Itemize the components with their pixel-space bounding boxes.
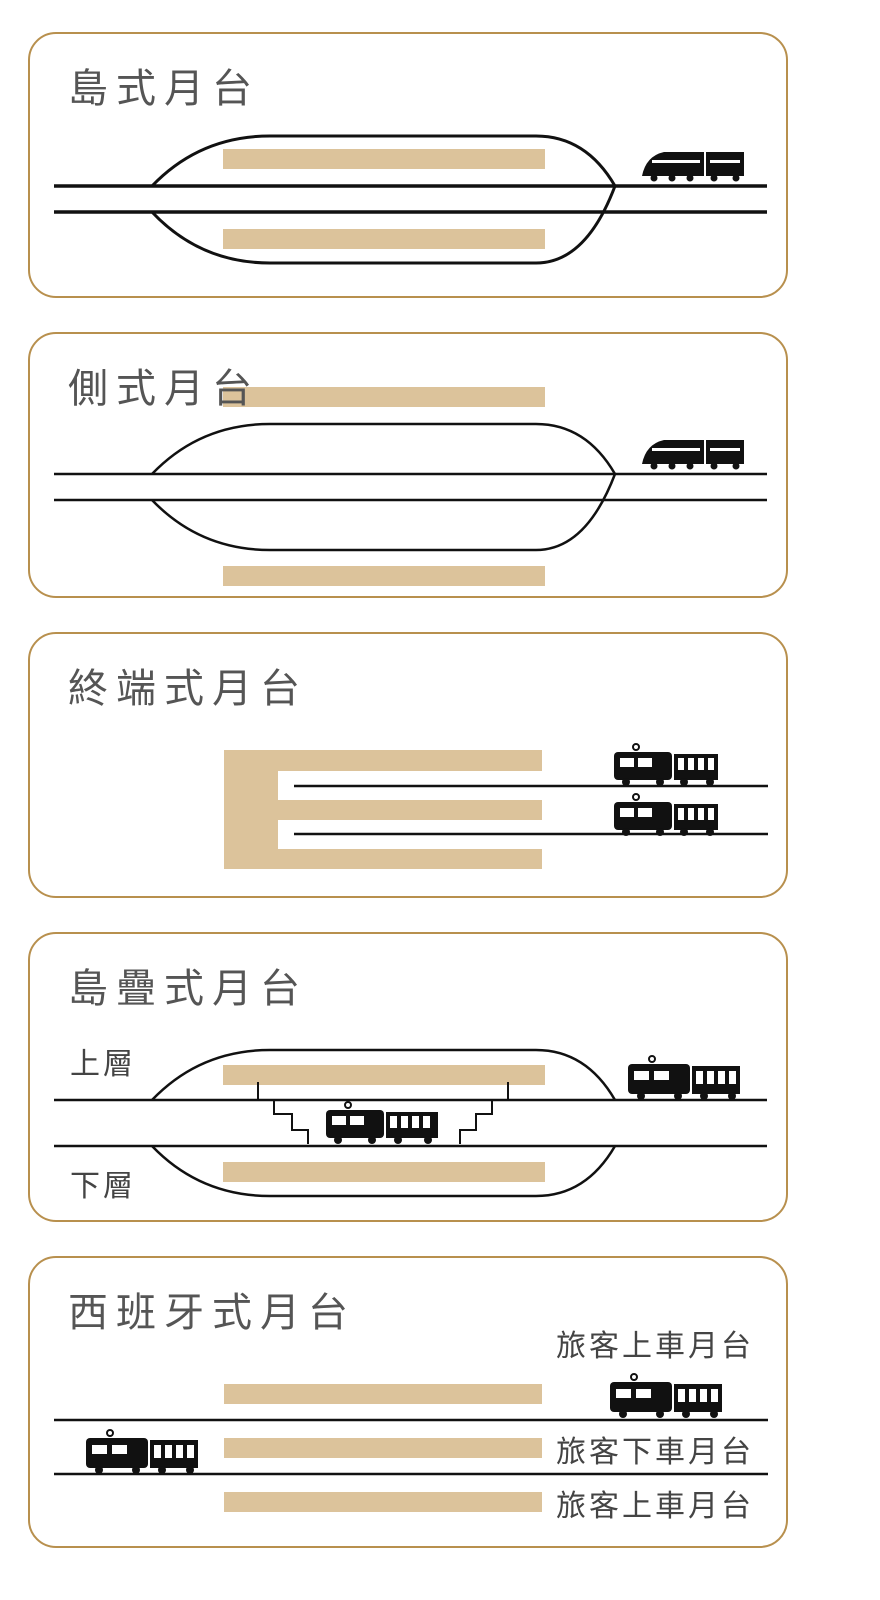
staircase-outline: [257, 1082, 509, 1144]
platform-area: [223, 566, 545, 586]
panel-island-platform: 島式月台: [28, 32, 788, 298]
platform-area: [224, 750, 542, 869]
platform-area: [224, 1384, 542, 1404]
boarding-platform-label: 旅客上車月台: [556, 1329, 754, 1364]
panel-spanish-platform: 西班牙式月台 旅客上車月台 旅客下車月台 旅客上車月台: [28, 1256, 788, 1548]
platform-area: [223, 1065, 545, 1085]
panel-title: 西班牙式月台: [68, 1290, 356, 1336]
upper-level-label: 上層: [70, 1047, 136, 1082]
tram-icon: [614, 793, 718, 836]
boarding-platform-label: 旅客上車月台: [556, 1489, 754, 1524]
tram-icon: [614, 743, 718, 786]
high-speed-train-icon: [642, 440, 744, 470]
panel-title: 終端式月台: [68, 666, 308, 712]
platform-outline: [151, 1145, 617, 1198]
lower-level-label: 下層: [70, 1169, 136, 1204]
platform-area: [224, 1438, 542, 1458]
platform-area: [223, 229, 545, 249]
terminal-platform-diagram: [224, 743, 768, 869]
tram-icon: [86, 1429, 198, 1474]
spanish-platform-diagram: 旅客上車月台 旅客下車月台 旅客上車月台: [54, 1329, 768, 1524]
alighting-platform-label: 旅客下車月台: [556, 1435, 754, 1470]
tram-icon: [326, 1101, 438, 1144]
platform-outline: [151, 1048, 617, 1101]
panel-side-platform: 側式月台: [28, 332, 788, 598]
panel-title: 島式月台: [68, 66, 260, 112]
tram-icon: [628, 1055, 740, 1100]
platform-area: [223, 1162, 545, 1182]
panel-title: 側式月台: [68, 366, 260, 412]
platform-area: [223, 149, 545, 169]
panel-stacked-island-platform: 島疊式月台 上層 下層: [28, 932, 788, 1222]
panel-title: 島疊式月台: [68, 966, 308, 1012]
platform-area: [223, 387, 545, 407]
track-outline: [151, 422, 617, 552]
panel-terminal-platform: 終端式月台: [28, 632, 788, 898]
stacked-island-platform-diagram: 上層 下層: [54, 1047, 767, 1204]
high-speed-train-icon: [642, 152, 744, 182]
platform-area: [224, 1492, 542, 1512]
side-platform-diagram: [54, 387, 767, 586]
tram-icon: [610, 1373, 722, 1418]
island-platform-diagram: [54, 134, 767, 265]
